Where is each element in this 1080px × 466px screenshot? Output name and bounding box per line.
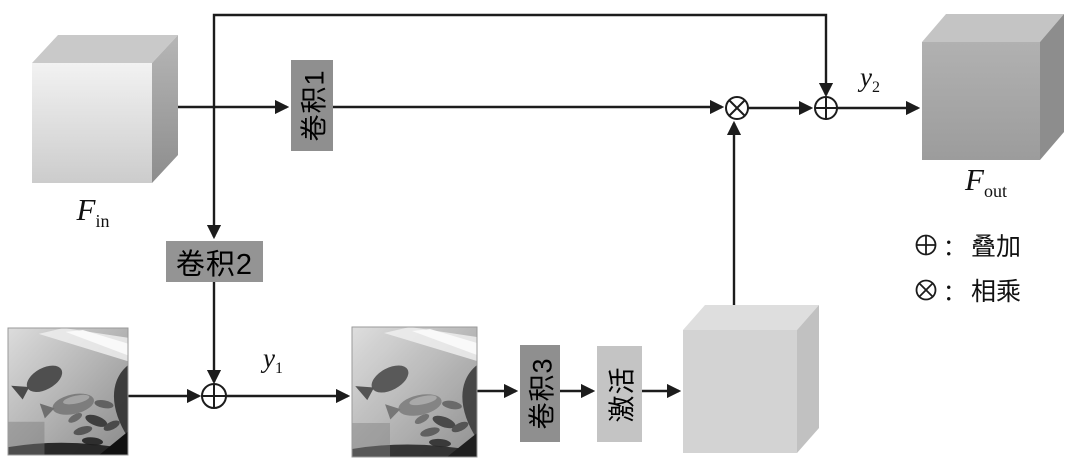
circle-plus-icon bbox=[915, 234, 937, 256]
y1-subscript: 1 bbox=[274, 360, 283, 377]
y2-subscript: 2 bbox=[871, 79, 880, 96]
input-cube-label: Fin bbox=[58, 192, 128, 232]
y2-base: y bbox=[860, 62, 872, 92]
circle-times-icon bbox=[915, 279, 937, 301]
input-label-subscript: in bbox=[95, 211, 110, 231]
add-operator-top bbox=[814, 96, 838, 120]
conv3-label: 卷积3 bbox=[527, 357, 558, 430]
legend: ： 叠加 ： 相乘 bbox=[914, 227, 1021, 308]
input-label-base: F bbox=[76, 192, 96, 227]
feature-cube bbox=[683, 305, 819, 453]
legend-row-add: ： 叠加 bbox=[914, 227, 1021, 263]
wire-skip-top bbox=[212, 13, 834, 107]
activation-box: 激活 bbox=[597, 346, 642, 442]
legend-label-multiply: 相乘 bbox=[971, 279, 1022, 306]
fish-photo-2 bbox=[351, 326, 478, 458]
conv2-box: 卷积2 bbox=[166, 241, 263, 282]
legend-separator: ： bbox=[943, 279, 966, 305]
output-cube-label: Fout bbox=[941, 162, 1031, 202]
output-label-base: F bbox=[965, 162, 984, 197]
conv1-box: 卷积1 bbox=[291, 60, 333, 151]
y1-signal-label: y1 bbox=[263, 343, 283, 378]
output-label-subscript: out bbox=[983, 181, 1007, 201]
fish-photo-1 bbox=[7, 327, 129, 456]
y1-base: y bbox=[263, 343, 275, 373]
y2-signal-label: y2 bbox=[860, 62, 880, 97]
add-operator-bottom bbox=[201, 383, 227, 409]
activation-label: 激活 bbox=[607, 366, 637, 422]
legend-row-multiply: ： 相乘 bbox=[914, 272, 1021, 308]
multiply-operator bbox=[725, 96, 749, 120]
output-cube bbox=[922, 14, 1064, 160]
conv1-label: 卷积1 bbox=[299, 69, 330, 142]
conv3-box: 卷积3 bbox=[520, 345, 560, 442]
legend-label-add: 叠加 bbox=[971, 234, 1022, 261]
legend-separator: ： bbox=[943, 234, 966, 260]
input-cube bbox=[32, 35, 178, 183]
conv2-label: 卷积2 bbox=[175, 248, 254, 281]
